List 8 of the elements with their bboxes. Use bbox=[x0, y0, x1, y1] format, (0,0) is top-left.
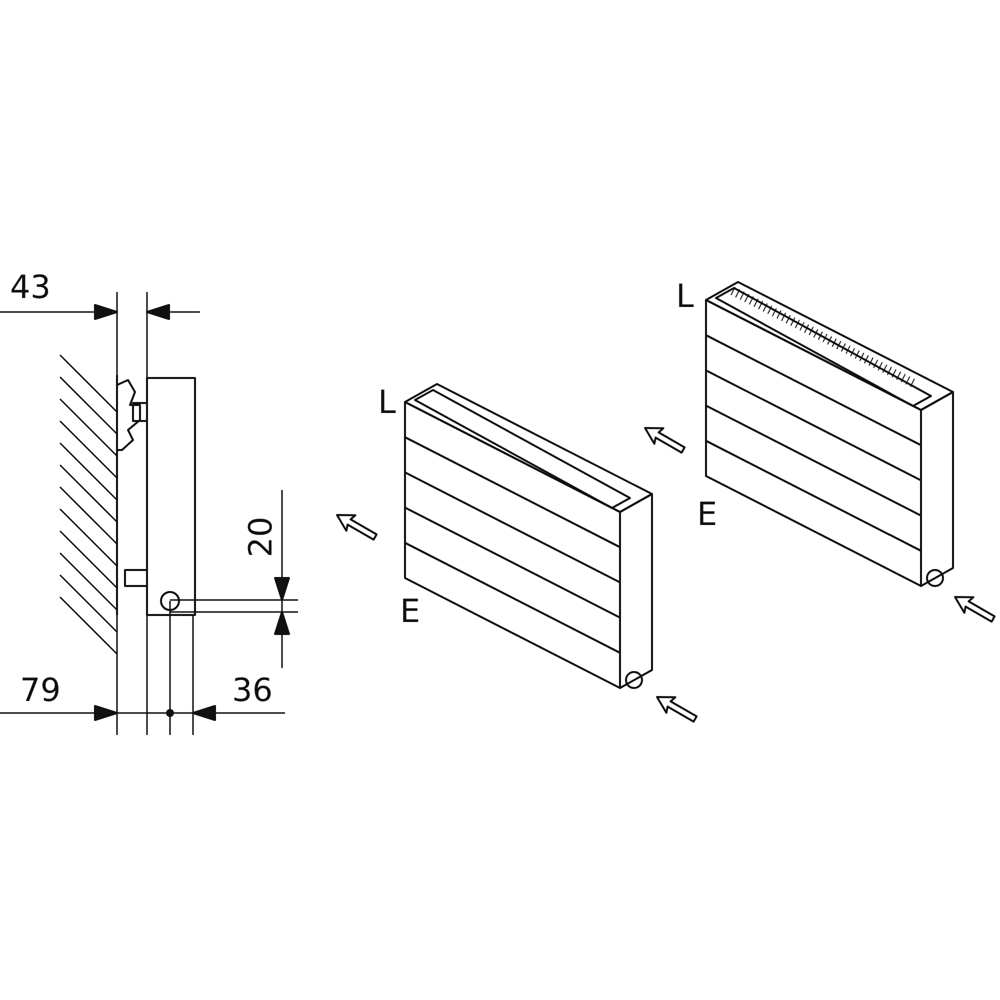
dimension-label: 20 bbox=[243, 516, 278, 558]
dimension-label: 79 bbox=[20, 673, 61, 707]
dimension-label: 43 bbox=[10, 270, 51, 304]
connection-letter: E bbox=[697, 497, 718, 531]
connection-letter: L bbox=[378, 385, 396, 419]
connection-letter: E bbox=[400, 594, 420, 628]
dimension-label: 36 bbox=[232, 673, 273, 707]
connection-letter: L bbox=[676, 279, 694, 313]
